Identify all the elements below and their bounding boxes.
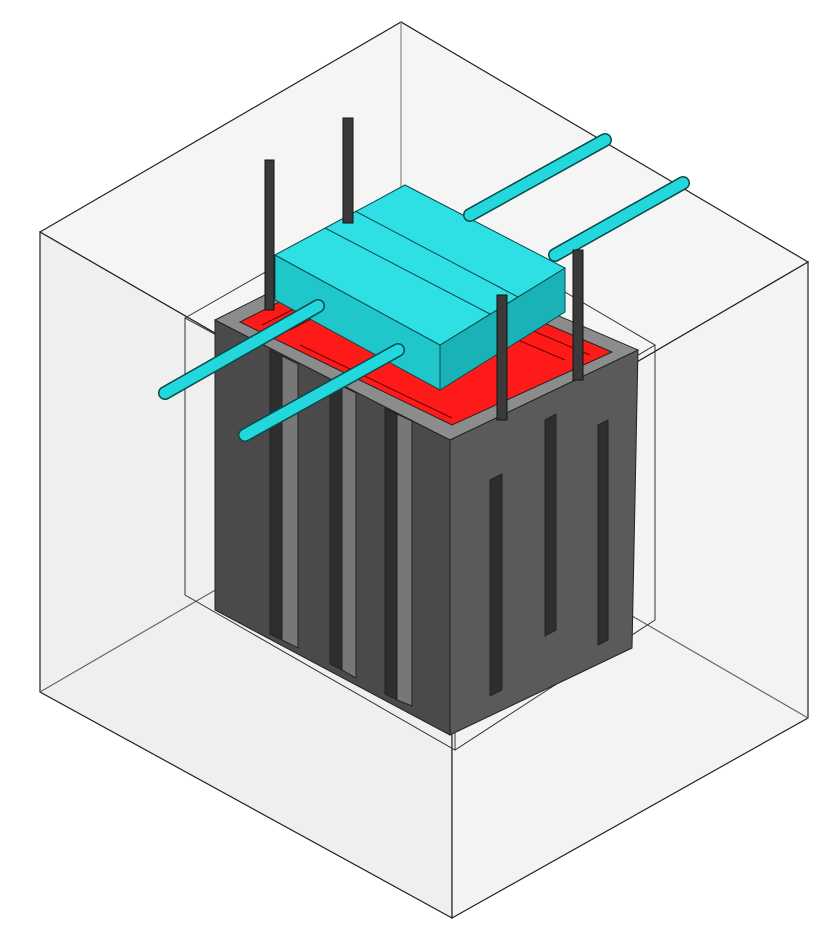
support-post [264,159,275,311]
cooling-block-top-face [273,184,567,346]
cooling-pipe [549,177,689,261]
cooling-pipe [239,344,404,441]
core-leg-gap [329,379,343,671]
cooling-pipe [159,300,324,399]
support-post [342,117,354,224]
cooling-pipe [464,134,611,221]
core-leg-gap [384,407,398,701]
support-post [496,294,508,421]
core-slot [489,473,503,697]
support-posts [264,117,584,421]
core-slot [544,413,557,637]
core-leg-highlight [281,355,299,649]
core-leg-highlight [396,413,413,707]
core-leg-highlight [341,385,357,679]
core-leg-gap [269,349,283,641]
cooling-pipes [158,133,690,442]
core-slot [597,419,609,646]
support-post [572,249,584,381]
